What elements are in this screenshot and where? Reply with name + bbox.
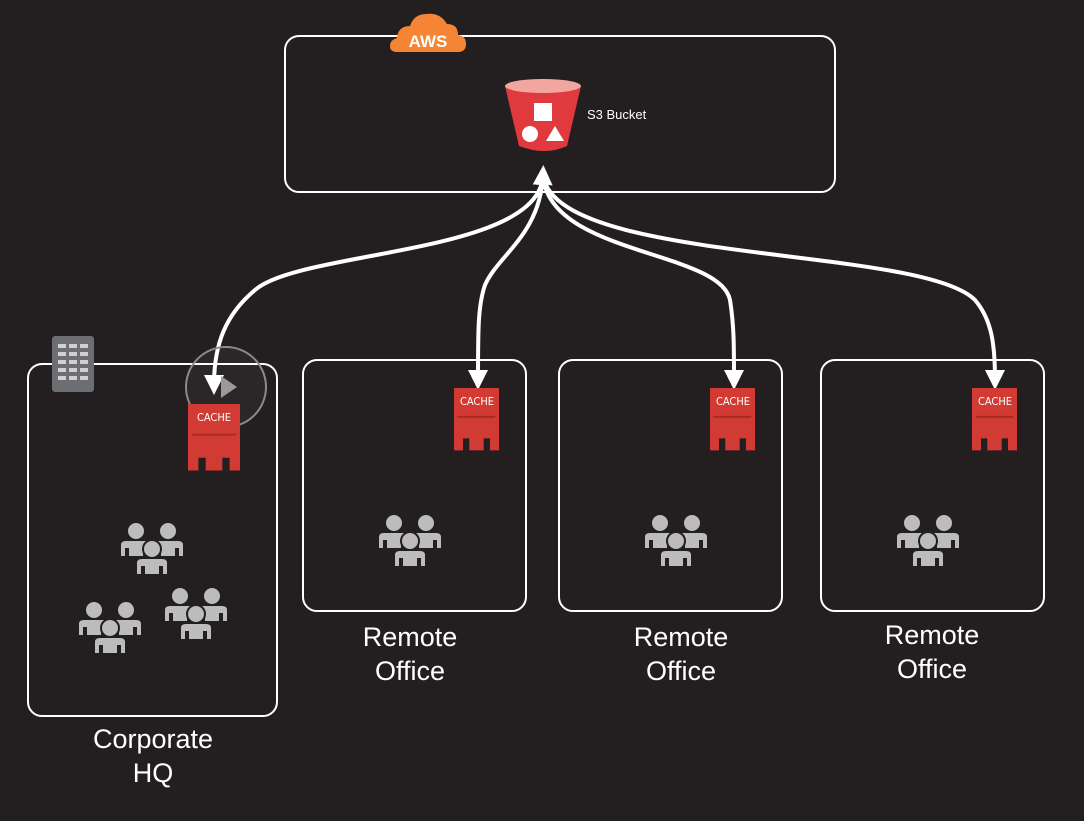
- arrow-to-remote-office-3: [541, 174, 1005, 390]
- remote-office-label-2: Remote Office: [633, 622, 729, 686]
- arrow-to-corporate-hq: [204, 165, 553, 395]
- arrow-to-remote-office-2: [541, 174, 744, 390]
- aws-label: AWS: [409, 32, 448, 51]
- svg-text:CACHE: CACHE: [197, 411, 231, 424]
- remote-office-box-2: [558, 359, 783, 612]
- s3-bucket-icon: [505, 79, 581, 151]
- remote-office-box-3: [820, 359, 1045, 612]
- people-group-icon-remote-1: [378, 514, 442, 567]
- aws-cloud-box: [284, 35, 836, 193]
- svg-text:CACHE: CACHE: [460, 395, 494, 408]
- remote-office-box-1: [302, 359, 527, 612]
- remote-office-label-1: Remote Office: [362, 622, 458, 686]
- corporate-hq-box: [27, 363, 278, 717]
- corporate-hq-label: Corporate HQ: [92, 724, 214, 788]
- remote-office-label-3: Remote Office: [884, 620, 980, 684]
- connection-arrows: [204, 165, 1005, 395]
- cache-icon-remote-1: CACHE: [453, 387, 500, 452]
- cache-icon-remote-2: CACHE: [709, 387, 756, 452]
- people-group-icon-remote-2: [644, 514, 708, 567]
- cache-icon-hq: CACHE: [187, 403, 241, 472]
- arrow-to-remote-office-1: [468, 174, 545, 390]
- people-group-icon-remote-3: [896, 514, 960, 567]
- svg-text:CACHE: CACHE: [978, 395, 1012, 408]
- people-group-icon-hq: [78, 522, 228, 654]
- aws-cloud-icon: AWS: [390, 13, 466, 52]
- cache-icon-remote-3: CACHE: [971, 387, 1018, 452]
- svg-text:CACHE: CACHE: [716, 395, 750, 408]
- building-icon: [52, 336, 94, 392]
- s3-bucket-label: S3 Bucket: [587, 107, 647, 122]
